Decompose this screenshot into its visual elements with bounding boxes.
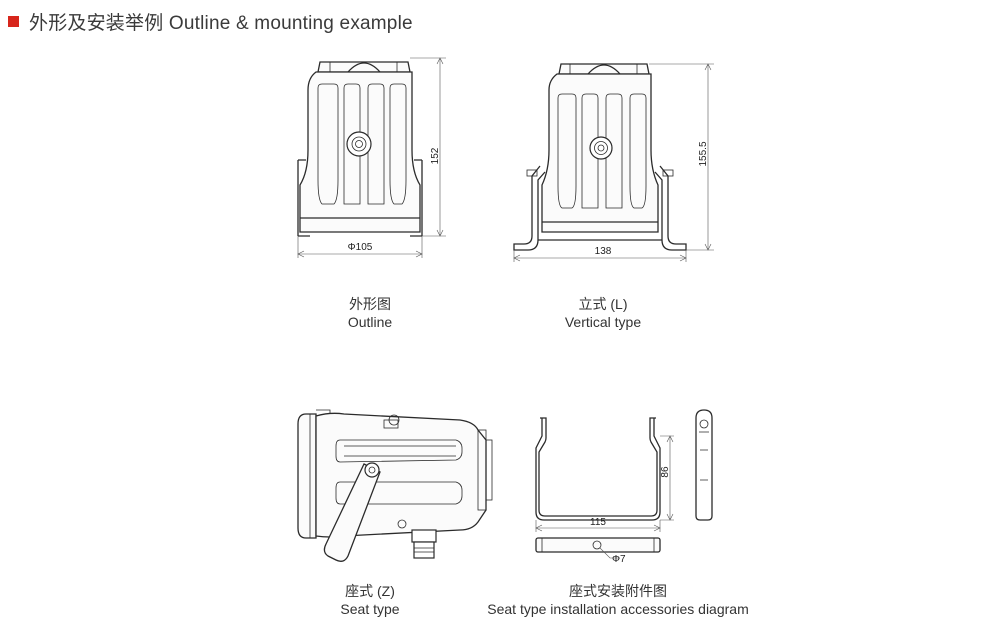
section-header: 外形及安装举例 Outline & mounting example <box>8 10 413 34</box>
seat-caption-en: Seat type <box>340 601 400 617</box>
red-square-marker <box>8 15 19 27</box>
outline-height-dimension: 152 <box>430 147 441 164</box>
accessories-height-dimension: 86 <box>660 466 671 478</box>
outline-caption-en: Outline <box>347 314 393 330</box>
vertical-height-dimension: 155.5 <box>698 141 709 166</box>
seat-type-drawing <box>297 409 493 562</box>
seat-caption-cn: 座式 (Z) <box>345 583 395 599</box>
accessories-caption: 座式安装附件图 Seat type installation accessori… <box>468 582 768 618</box>
vertical-width-dimension: 138 <box>595 246 612 257</box>
vertical-caption-en: Vertical type <box>564 314 642 330</box>
accessories-caption-en: Seat type installation accessories diagr… <box>487 601 749 617</box>
section-title: 外形及安装举例 Outline & mounting example <box>29 12 413 34</box>
vertical-caption-cn: 立式 (L) <box>578 296 628 312</box>
seat-caption: 座式 (Z) Seat type <box>310 582 430 618</box>
outline-width-dimension: Φ105 <box>348 242 373 253</box>
outline-caption-cn: 外形图 <box>349 296 391 312</box>
vertical-caption: 立式 (L) Vertical type <box>533 295 673 331</box>
outline-caption: 外形图 Outline <box>310 295 430 331</box>
accessories-hole-dimension: Φ7 <box>612 554 626 565</box>
vertical-type-drawing <box>513 63 714 262</box>
accessories-width-dimension: 115 <box>590 517 606 528</box>
outline-drawing <box>297 57 446 258</box>
accessories-drawing <box>535 409 713 559</box>
accessories-caption-cn: 座式安装附件图 <box>569 583 667 599</box>
